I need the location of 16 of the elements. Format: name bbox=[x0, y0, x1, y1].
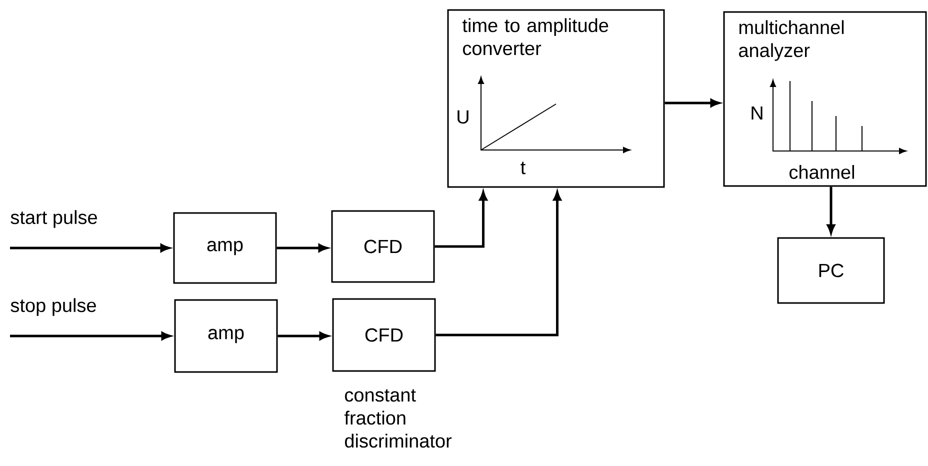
discriminator-box: CFD bbox=[331, 210, 435, 283]
axis-label: N bbox=[752, 106, 762, 120]
box-caption: constant fraction discriminator bbox=[344, 389, 452, 448]
computer-box: PC bbox=[777, 237, 885, 304]
discriminator-box: CFD bbox=[332, 298, 436, 372]
instrument-box bbox=[723, 11, 927, 187]
box-title: time to amplitude converter bbox=[462, 18, 608, 56]
axis-label: t bbox=[520, 162, 526, 174]
instrument-box bbox=[447, 9, 665, 188]
input-label: stop pulse bbox=[10, 298, 96, 316]
axis-label: channel bbox=[790, 165, 854, 179]
axis-label: U bbox=[458, 110, 468, 124]
box-title: multichannel analyzer bbox=[739, 20, 844, 61]
amplifier-box: amp bbox=[174, 299, 278, 373]
amplifier-box: amp bbox=[173, 212, 277, 284]
input-label: start pulse bbox=[10, 210, 97, 228]
